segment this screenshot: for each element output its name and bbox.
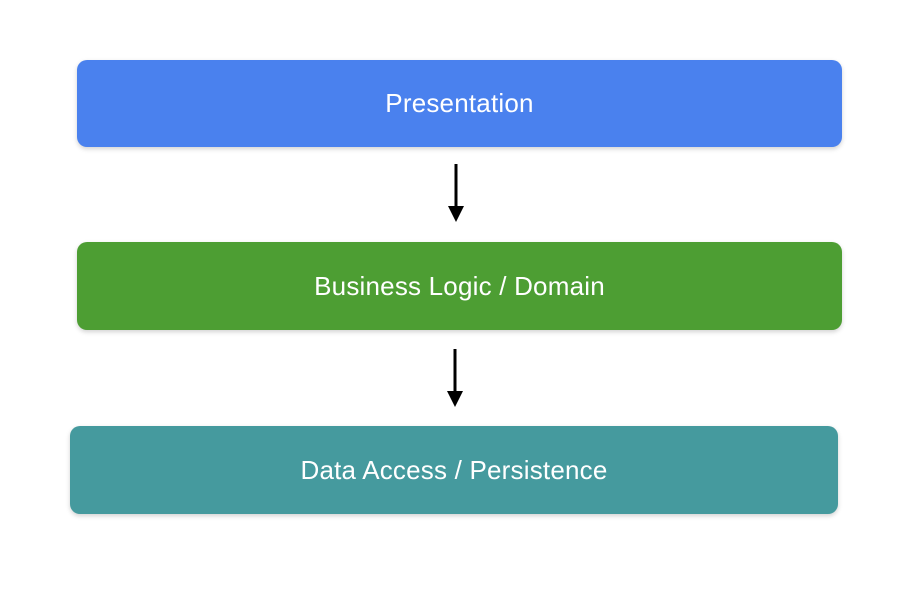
layer-box-presentation: Presentation <box>77 60 842 147</box>
layer-label-presentation: Presentation <box>385 88 534 118</box>
down-arrow-icon <box>448 164 464 222</box>
layer-label-data-access: Data Access / Persistence <box>300 454 608 485</box>
layer-box-business-logic: Business Logic / Domain <box>77 242 842 330</box>
layer-label-business-logic: Business Logic / Domain <box>314 270 605 301</box>
down-arrow-icon <box>447 349 463 407</box>
layer-box-data-access: Data Access / Persistence <box>70 426 838 514</box>
